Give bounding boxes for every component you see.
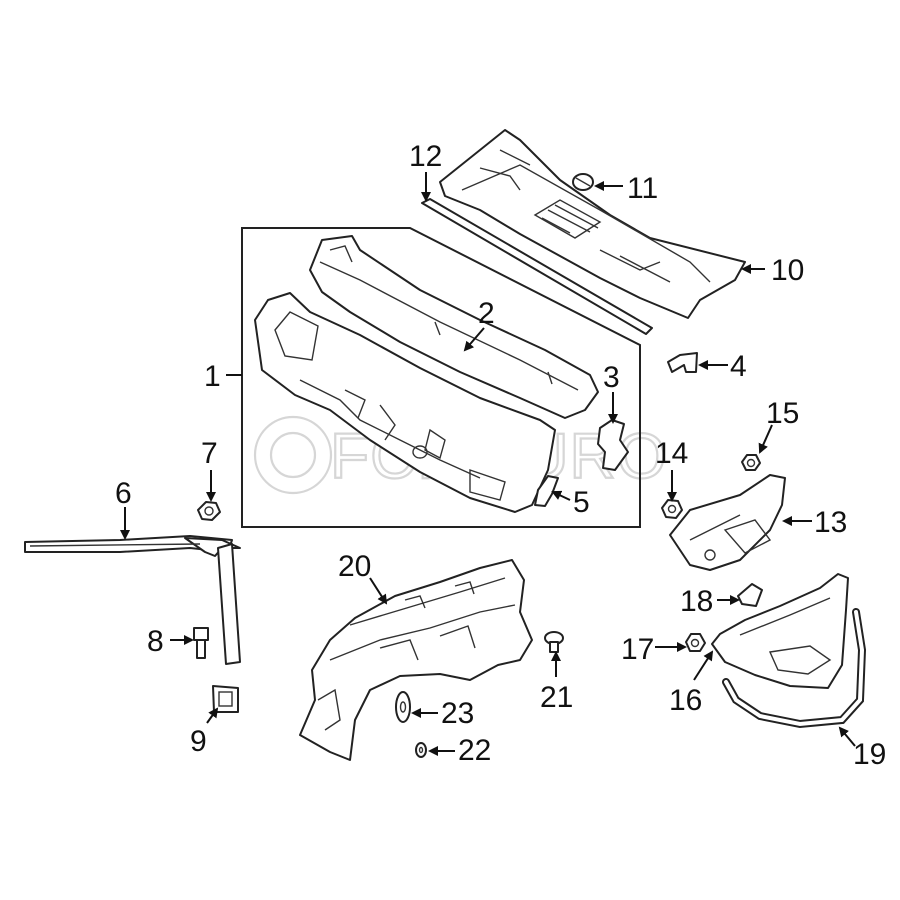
callout-13: 13	[814, 506, 847, 539]
part-2-upper-cowl	[309, 235, 599, 419]
leader-lines	[120, 172, 856, 756]
part-11-clip	[572, 173, 594, 191]
callout-14: 14	[655, 437, 688, 470]
callout-labels: 1 2 3 4 5 6 7 8 9 10 11 12 13 14 15 16 1…	[115, 140, 886, 771]
part-4-bracket	[667, 352, 698, 373]
part-3-bracket	[597, 419, 629, 471]
callout-1: 1	[204, 360, 221, 393]
callout-22: 22	[458, 734, 491, 767]
callout-20: 20	[338, 550, 371, 583]
part-18-bracket	[737, 583, 763, 607]
part-7-nut	[197, 501, 221, 521]
callout-18: 18	[680, 585, 713, 618]
part-1-dash-cowl	[254, 292, 556, 513]
callout-11: 11	[627, 172, 658, 205]
part-13-panel	[669, 474, 786, 571]
part-16-panel	[711, 573, 849, 689]
callout-3: 3	[603, 361, 620, 394]
part-10-cowl-panel	[439, 129, 746, 319]
callout-6: 6	[115, 477, 132, 510]
callout-9: 9	[190, 725, 207, 758]
part-23-washer	[395, 691, 411, 723]
assembly-group-box	[241, 227, 641, 528]
part-22-washer	[415, 742, 427, 758]
callout-2: 2	[478, 297, 495, 330]
callout-23: 23	[441, 697, 474, 730]
callout-5: 5	[573, 486, 590, 519]
part-19-seal	[722, 608, 867, 729]
part-9-clip	[212, 685, 239, 713]
part-15-nut	[741, 454, 761, 471]
callout-19: 19	[853, 738, 886, 771]
callout-4: 4	[730, 350, 747, 383]
callout-17: 17	[621, 633, 654, 666]
callout-12: 12	[409, 140, 442, 173]
part-14-nut	[661, 499, 683, 519]
callout-7: 7	[201, 437, 218, 470]
part-6-strut-bar	[24, 535, 241, 665]
callout-21: 21	[540, 681, 573, 714]
part-20-insulator	[299, 559, 533, 761]
part-21-fastener	[544, 631, 564, 653]
callout-8: 8	[147, 625, 164, 658]
callout-10: 10	[771, 254, 804, 287]
callout-16: 16	[669, 684, 702, 717]
part-17-nut	[685, 633, 706, 652]
callout-15: 15	[766, 397, 799, 430]
part-8-bolt	[193, 627, 209, 659]
